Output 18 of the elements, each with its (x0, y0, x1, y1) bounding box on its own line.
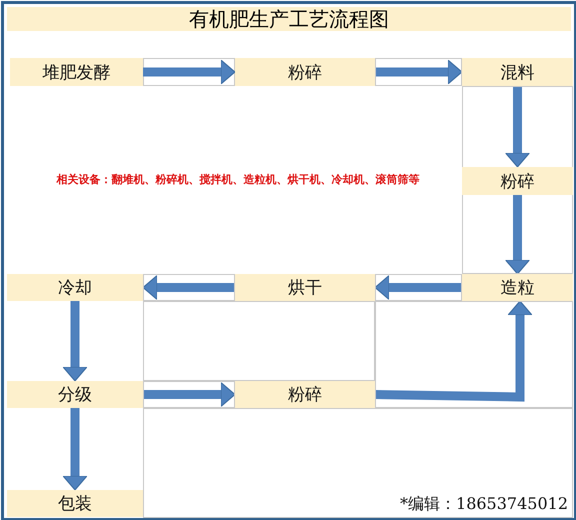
step-box: 分级 (7, 381, 143, 408)
equipment-note: 相关设备：翻堆机、粉碎机、搅拌机、造粒机、烘干机、冷却机、滚筒筛等 (55, 172, 420, 187)
title: 有机肥生产工艺流程图 (7, 7, 571, 31)
step-box: 粉碎 (462, 167, 573, 195)
step-box: 包装 (7, 490, 143, 517)
arrow (62, 301, 88, 382)
step-box: 堆肥发酵 (10, 58, 143, 86)
arrow (374, 300, 532, 402)
step-box: 混料 (462, 58, 573, 86)
step-box: 烘干 (235, 274, 375, 301)
step-box: 粉碎 (235, 58, 375, 86)
step-box: 造粒 (462, 274, 573, 301)
arrow (505, 86, 530, 168)
arrow (505, 195, 530, 274)
editor-note: *编辑：18653745012 (400, 494, 568, 515)
step-box: 粉碎 (235, 381, 375, 408)
arrow (62, 408, 88, 490)
step-box: 冷却 (7, 274, 143, 301)
